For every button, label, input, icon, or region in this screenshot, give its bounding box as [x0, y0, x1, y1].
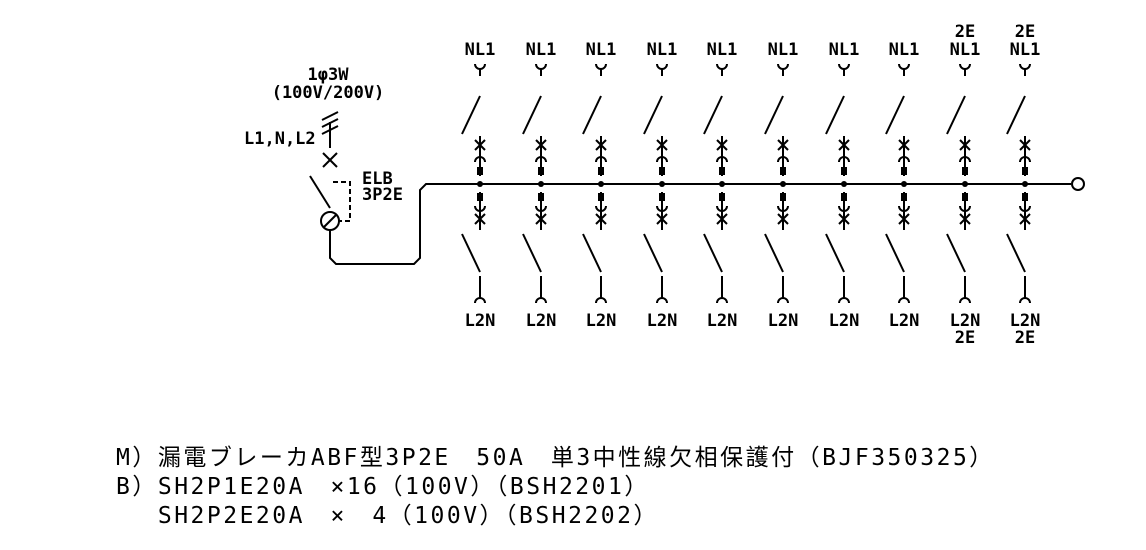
branch-top-label: NL1	[647, 40, 678, 60]
branch-bottom-label: L2N	[1010, 311, 1041, 331]
supply-system-label: 1φ3W	[308, 65, 350, 85]
bus-tap-dot	[538, 181, 544, 187]
branch-bottom-label: L2N	[526, 311, 557, 331]
supply-lines-label: L1,N,L2	[244, 129, 316, 149]
branch-bottom-label: L2N	[465, 311, 496, 331]
branch-bottom-label: L2N	[586, 311, 617, 331]
main-breaker-poles-label: 3P2E	[362, 185, 403, 205]
bus-tap-dot	[477, 181, 483, 187]
supply-voltage-label: (100V/200V)	[272, 83, 385, 103]
main-breaker-type-label: ELB	[362, 169, 393, 189]
branch-breaker-symbol	[461, 63, 486, 304]
bus-tap-dot	[1022, 181, 1028, 187]
branch-breaker-symbol	[946, 63, 971, 304]
branch-bottom-extra-label: 2E	[1015, 328, 1035, 348]
bus-tap-dot	[598, 181, 604, 187]
branch-top-label: NL1	[1010, 40, 1041, 60]
branch-bottom-label: L2N	[950, 311, 981, 331]
bus-tap-dot	[719, 181, 725, 187]
bus-tap-dot	[659, 181, 665, 187]
branch-top-label: NL1	[526, 40, 557, 60]
branch-breaker-symbol	[703, 63, 728, 304]
branch-bottom-label: L2N	[707, 311, 738, 331]
branch-breaker-symbol	[764, 63, 789, 304]
branch-breaker-symbol	[885, 63, 910, 304]
branch-breaker-symbol	[582, 63, 607, 304]
spec-note-branch-1: B）SH2P1E20A ×16（100V）（BSH2201）	[116, 474, 650, 500]
bus-tap-dot	[780, 181, 786, 187]
branch-top-label: NL1	[707, 40, 738, 60]
branch-top-label: NL1	[586, 40, 617, 60]
branch-breaker-symbol	[522, 63, 547, 304]
spec-note-main: M）漏電ブレーカABF型3P2E 50A 単3中性線欠相保護付（BJF35032…	[116, 445, 995, 471]
branch-bottom-label: L2N	[768, 311, 799, 331]
bus-tap-dot	[901, 181, 907, 187]
bus-tap-dot	[841, 181, 847, 187]
branch-bottom-label: L2N	[829, 311, 860, 331]
branch-top-label: NL1	[889, 40, 920, 60]
branch-top-label: NL1	[465, 40, 496, 60]
branch-breaker-symbol	[643, 63, 668, 304]
bus-terminal	[1071, 177, 1085, 191]
branch-top-label: NL1	[829, 40, 860, 60]
supply-wiring	[309, 111, 1071, 265]
branch-top-extra-label: 2E	[1015, 22, 1035, 42]
branch-bottom-label: L2N	[647, 311, 678, 331]
branch-bottom-label: L2N	[889, 311, 920, 331]
branch-breaker-symbol	[825, 63, 850, 304]
branch-bottom-extra-label: 2E	[955, 328, 975, 348]
branch-top-label: NL1	[768, 40, 799, 60]
bus-tap-dot	[962, 181, 968, 187]
branch-top-label: NL1	[950, 40, 981, 60]
branch-circuits: NL1L2NNL1L2NNL1L2NNL1L2NNL1L2NNL1L2NNL1L…	[461, 22, 1041, 348]
branch-top-extra-label: 2E	[955, 22, 975, 42]
branch-breaker-symbol	[1006, 63, 1031, 304]
spec-note-branch-2: SH2P2E20A × 4（100V）（BSH2202）	[116, 503, 659, 529]
